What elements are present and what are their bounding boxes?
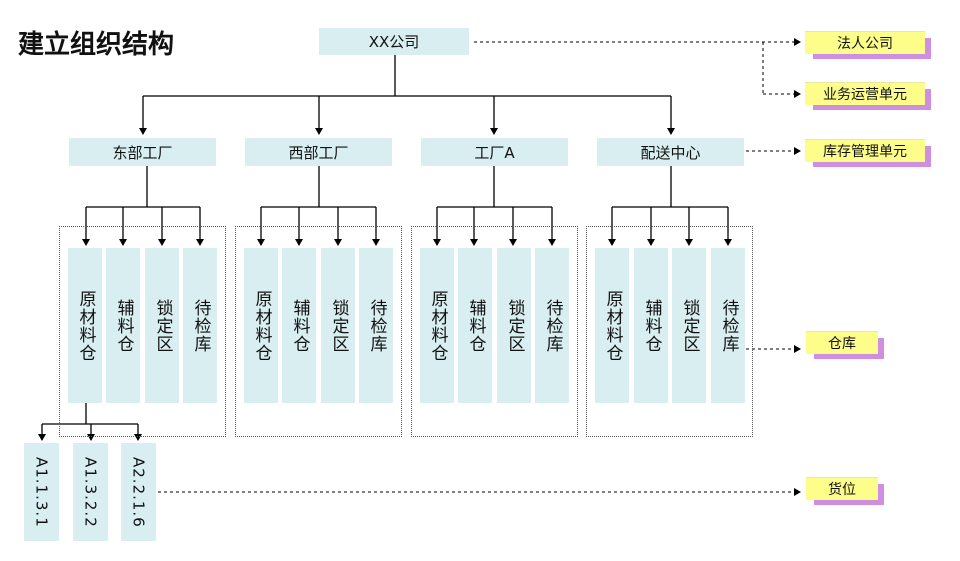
area-node[interactable]: 锁定区	[672, 248, 706, 403]
area-node[interactable]: 待检库	[535, 248, 569, 403]
area-node[interactable]: 辅料仓	[458, 248, 492, 403]
plant-node-east[interactable]: 东部工厂	[69, 138, 216, 166]
area-node[interactable]: 待检库	[711, 248, 745, 403]
area-node[interactable]: 原材料仓	[68, 248, 102, 403]
area-node[interactable]: 锁定区	[145, 248, 179, 403]
warehouse-group-west	[235, 226, 402, 437]
page-title: 建立组织结构	[18, 30, 175, 60]
area-node[interactable]: 待检库	[183, 248, 217, 403]
plant-node-a[interactable]: 工厂A	[421, 138, 568, 166]
legend-legal-entity-label: 法人公司	[805, 31, 925, 54]
area-node[interactable]: 待检库	[359, 248, 393, 403]
legend-business-unit: 业务运营单元	[805, 82, 931, 110]
legend-location: 货位	[806, 477, 884, 505]
legend-warehouse: 仓库	[806, 331, 884, 359]
warehouse-group-a	[411, 226, 578, 437]
area-node[interactable]: 辅料仓	[282, 248, 316, 403]
legend-warehouse-label: 仓库	[806, 331, 878, 354]
plant-node-west[interactable]: 西部工厂	[245, 138, 392, 166]
area-node[interactable]: 锁定区	[321, 248, 355, 403]
area-node[interactable]: 辅料仓	[634, 248, 668, 403]
warehouse-group-east	[59, 226, 226, 437]
bin-node[interactable]: A1.3.2.2	[73, 443, 108, 541]
area-node[interactable]: 原材料仓	[595, 248, 629, 403]
area-node[interactable]: 锁定区	[497, 248, 531, 403]
warehouse-group-dc	[586, 226, 753, 437]
bin-node[interactable]: A2.2.1.6	[121, 443, 156, 541]
legend-inventory-unit: 库存管理单元	[805, 139, 931, 167]
legend-location-label: 货位	[806, 477, 878, 500]
distribution-center-node[interactable]: 配送中心	[597, 138, 744, 166]
area-node[interactable]: 原材料仓	[244, 248, 278, 403]
area-node[interactable]: 原材料仓	[420, 248, 454, 403]
legend-business-unit-label: 业务运营单元	[805, 82, 925, 105]
legend-inventory-unit-label: 库存管理单元	[805, 139, 925, 162]
area-node[interactable]: 辅料仓	[106, 248, 140, 403]
bin-node[interactable]: A1.1.3.1	[24, 443, 59, 541]
legend-legal-entity: 法人公司	[805, 31, 931, 59]
company-node[interactable]: XX公司	[319, 28, 469, 55]
